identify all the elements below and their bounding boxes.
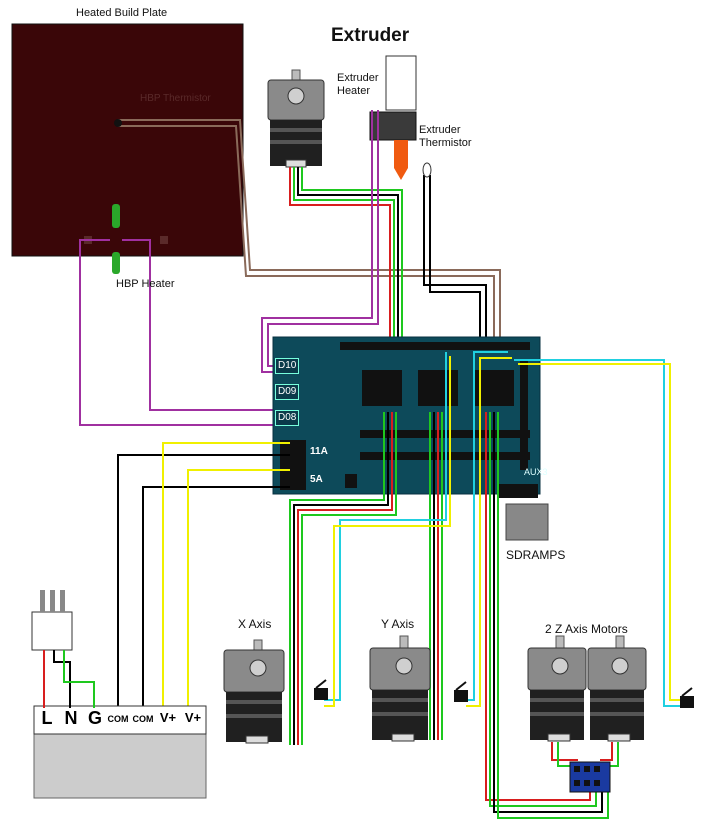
pin-d10: D10	[275, 358, 300, 374]
z-splitter-block	[569, 761, 611, 793]
extruder-heater-label: Extruder Heater	[337, 72, 379, 97]
y-axis-label: Y Axis	[381, 617, 415, 631]
hbp-heater-label: HBP Heater	[116, 278, 175, 290]
terminal-vplus-1: V+	[159, 710, 177, 725]
z-axis-motor-2	[587, 635, 647, 742]
extruder-thermistor-label: Extruder Thermistor	[419, 124, 472, 149]
psu-wires	[117, 442, 290, 708]
y-axis-motor	[369, 635, 431, 742]
terminal-com-1: COM	[107, 714, 129, 724]
pin-d08: D08	[275, 410, 300, 426]
power-terminal-block	[280, 440, 306, 490]
pin-d09: D09	[275, 384, 300, 400]
extruder-heater-wires	[261, 110, 379, 373]
sdramps-label: SDRAMPS	[506, 548, 566, 562]
z-axis-label: 2 Z Axis Motors	[545, 622, 628, 636]
mains-wires	[43, 650, 95, 708]
extruder-motor	[267, 69, 325, 168]
heated-build-plate-label: Heated Build Plate	[76, 7, 168, 19]
amp-11a: 11A	[310, 446, 328, 457]
terminal-l: L	[41, 708, 53, 728]
terminal-g: G	[87, 708, 102, 728]
hbp-heater-wires	[79, 239, 278, 426]
extruder-motor-wires	[289, 167, 403, 350]
x-axis-motor	[223, 639, 285, 744]
endstop-wires	[324, 351, 690, 707]
aux3-label: AUX3	[524, 467, 548, 477]
x-endstop	[314, 679, 328, 700]
terminal-com-2: COM	[132, 714, 154, 724]
y-axis-wires	[429, 412, 443, 740]
x-axis-label: X Axis	[238, 617, 272, 631]
extruder-thermistor-bead	[422, 162, 432, 178]
x-axis-wires	[289, 412, 397, 745]
heated-build-plate	[11, 23, 244, 257]
ramps-board	[272, 336, 541, 495]
amp-5a: 5A	[310, 474, 323, 485]
hbp-thermistor-wire	[118, 119, 501, 350]
z-endstop	[680, 687, 694, 708]
z-axis-motor-1	[527, 635, 587, 742]
sdramps-module	[498, 484, 549, 541]
hbp-thermistor-bead	[114, 119, 122, 127]
hbp-thermistor-label: HBP Thermistor	[140, 93, 211, 104]
diagram-title: Extruder	[331, 25, 410, 46]
y-endstop	[454, 681, 468, 702]
terminal-vplus-2: V+	[184, 710, 202, 725]
extruder-thermistor-wires	[423, 175, 487, 350]
mains-plug	[31, 590, 73, 651]
terminal-n: N	[64, 708, 78, 728]
power-supply	[33, 705, 207, 799]
